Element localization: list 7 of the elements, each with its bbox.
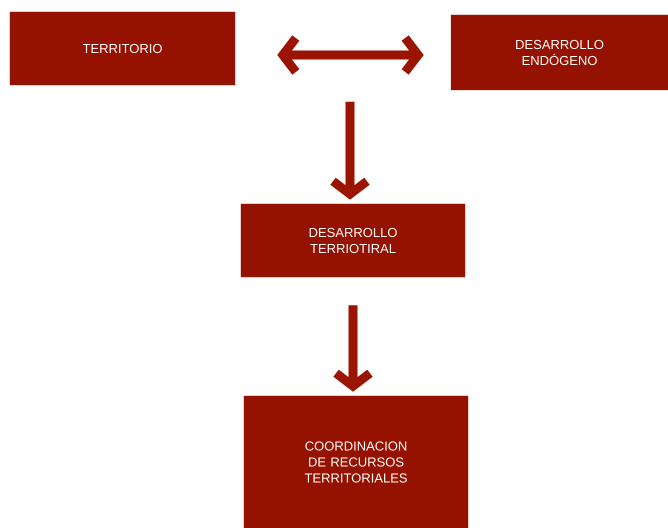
process-box: TERRITORIO bbox=[10, 12, 236, 86]
arrow bbox=[333, 305, 373, 392]
process-box: DESARROLLO TERRIOTIRAL bbox=[240, 204, 466, 278]
process-box: DESARROLLO ENDÓGENO bbox=[450, 14, 668, 90]
process-box: COORDINACION DE RECURSOS TERRITORIALES bbox=[244, 396, 468, 528]
arrow bbox=[277, 35, 424, 75]
arrow bbox=[330, 102, 370, 200]
